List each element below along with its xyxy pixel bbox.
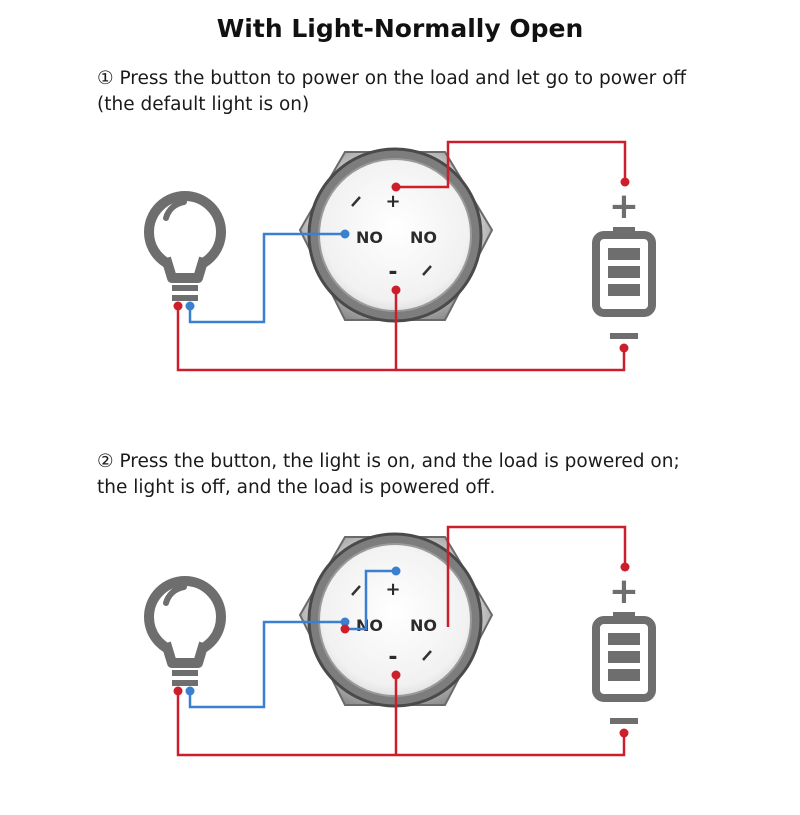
section-1-caption-line-2: (the default light is on) bbox=[97, 94, 310, 115]
positive-wires bbox=[176, 140, 627, 372]
wiring-diagram-1: + - NO NO + bbox=[144, 140, 656, 372]
terminal-no-left-label: NO bbox=[356, 228, 383, 247]
light-bulb-icon bbox=[144, 191, 226, 301]
section-2-caption: ② Press the button, the light is on, and… bbox=[97, 449, 777, 501]
battery-minus-mark bbox=[610, 718, 638, 724]
light-bulb-icon bbox=[144, 576, 226, 686]
positive-wires bbox=[176, 525, 627, 757]
section-2-caption-line-1: ② Press the button, the light is on, and… bbox=[97, 451, 680, 472]
section-1-caption-line-1: ① Press the button to power on the load … bbox=[97, 68, 687, 89]
battery-minus-mark bbox=[610, 333, 638, 339]
signal-wire bbox=[188, 232, 345, 324]
wire-junction-dots bbox=[173, 177, 630, 353]
battery-plus-label: + bbox=[609, 571, 639, 612]
section-2-caption-line-2: the light is off, and the load is powere… bbox=[97, 477, 496, 498]
signal-wire bbox=[188, 569, 396, 709]
battery-icon: + bbox=[592, 186, 656, 339]
terminal-minus-label: - bbox=[388, 645, 397, 670]
terminal-plus-label: + bbox=[385, 191, 400, 212]
terminal-minus-label: - bbox=[388, 260, 397, 285]
terminal-no-right-label: NO bbox=[410, 616, 437, 635]
terminal-no-right-label: NO bbox=[410, 228, 437, 247]
wire-junction-dots bbox=[173, 562, 630, 738]
battery-plus-label: + bbox=[609, 186, 639, 227]
terminal-plus-label: + bbox=[385, 579, 400, 600]
terminal-no-left-label: NO bbox=[356, 616, 383, 635]
push-button-switch-icon: + - NO NO bbox=[298, 147, 494, 323]
section-1-caption: ① Press the button to power on the load … bbox=[97, 66, 777, 118]
battery-icon: + bbox=[592, 571, 656, 724]
wiring-diagram-2: + - NO NO + bbox=[144, 525, 656, 757]
diagram-title: With Light-Normally Open bbox=[216, 14, 584, 43]
